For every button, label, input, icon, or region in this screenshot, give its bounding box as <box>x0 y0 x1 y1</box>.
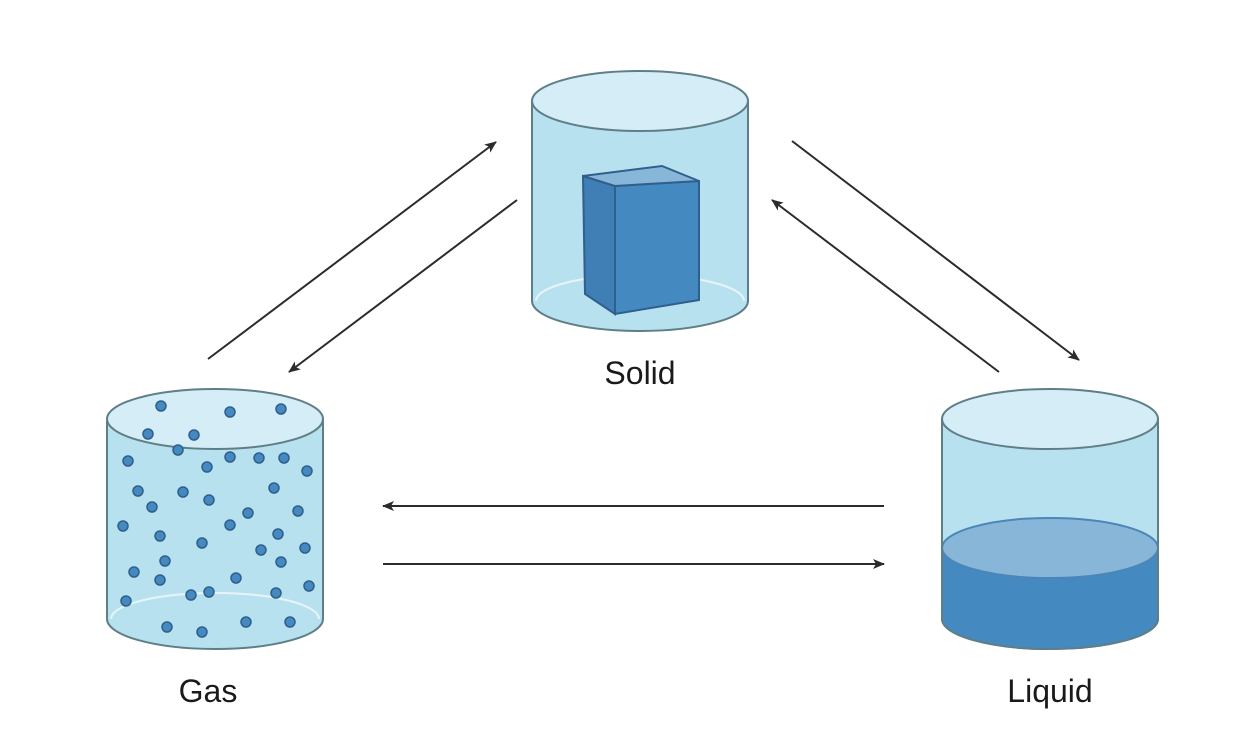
liquid-container <box>941 388 1159 650</box>
gas-particle <box>154 530 166 542</box>
gas-particle <box>159 555 171 567</box>
gas-particle <box>224 406 236 418</box>
gas-particle <box>117 520 129 532</box>
gas-particle <box>230 572 242 584</box>
gas-particle <box>270 587 282 599</box>
liquid-surface <box>941 517 1159 579</box>
gas-particle <box>172 444 184 456</box>
gas-particle <box>196 537 208 549</box>
gas-particle <box>240 616 252 628</box>
gas-particle <box>177 486 189 498</box>
gas-particle <box>188 429 200 441</box>
gas-particle <box>146 501 158 513</box>
gas-particle <box>203 586 215 598</box>
gas-particle <box>161 621 173 633</box>
label-solid: Solid <box>604 355 675 391</box>
gas-particle <box>122 455 134 467</box>
arrow-solid-to-liquid <box>791 140 1080 361</box>
gas-particle <box>242 507 254 519</box>
gas-particle <box>155 400 167 412</box>
gas-particle <box>224 519 236 531</box>
gas-particle <box>275 403 287 415</box>
gas-container <box>106 388 324 650</box>
gas-particle <box>253 452 265 464</box>
gas-particle <box>292 505 304 517</box>
gas-particle <box>301 465 313 477</box>
transition-arrows <box>207 140 1080 569</box>
gas-particle <box>154 574 166 586</box>
gas-particle <box>272 528 284 540</box>
gas-particle <box>278 452 290 464</box>
solid-cube-icon <box>581 164 700 316</box>
solid-container <box>531 70 749 332</box>
gas-particle <box>128 566 140 578</box>
gas-particle <box>268 482 280 494</box>
gas-particle <box>275 556 287 568</box>
gas-particles <box>117 400 315 638</box>
label-liquid: Liquid <box>1007 673 1092 709</box>
label-gas: Gas <box>179 673 238 709</box>
gas-particle <box>201 461 213 473</box>
gas-particle <box>284 616 296 628</box>
gas-particle <box>120 595 132 607</box>
gas-particle <box>255 544 267 556</box>
arrow-gas-to-solid <box>207 141 497 360</box>
arrow-liquid-to-solid <box>771 199 1000 373</box>
arrow-solid-to-gas <box>288 199 518 373</box>
gas-particle <box>299 542 311 554</box>
gas-particle <box>303 580 315 592</box>
gas-particle <box>132 485 144 497</box>
gas-particle <box>224 451 236 463</box>
gas-particle <box>196 626 208 638</box>
gas-particle <box>203 494 215 506</box>
gas-particle <box>142 428 154 440</box>
gas-particle <box>185 589 197 601</box>
